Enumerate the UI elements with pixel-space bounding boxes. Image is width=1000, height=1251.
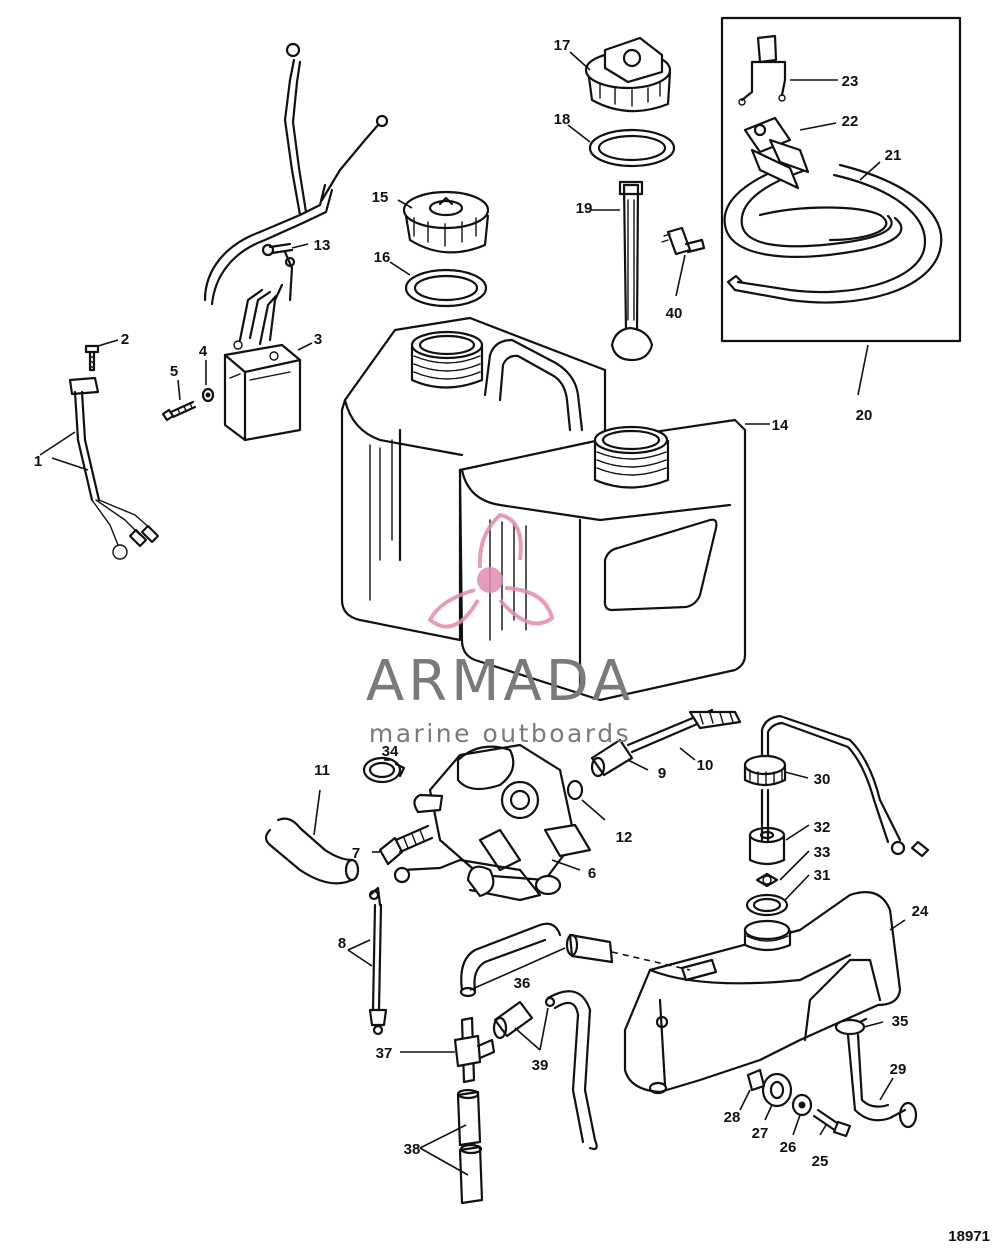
callout-23: 23 — [842, 73, 859, 90]
callout-6: 6 — [588, 865, 596, 882]
hose-route-dashed-line — [611, 951, 691, 971]
callout-36: 36 — [514, 975, 531, 992]
clamp-part-35 — [834, 1017, 868, 1036]
hose-part-38 — [456, 1088, 484, 1205]
brand-tagline: marine outboards — [369, 719, 631, 748]
callout-12: 12 — [616, 829, 633, 846]
callout-1: 1 — [34, 453, 42, 470]
callout-34: 34 — [382, 743, 399, 760]
callout-32: 32 — [814, 819, 831, 836]
screw-part-25 — [812, 1108, 852, 1138]
figure-number: 18971 — [948, 1228, 990, 1245]
callout-2: 2 — [121, 331, 129, 348]
callout-11: 11 — [314, 762, 330, 779]
hose-part-39 — [492, 990, 598, 1151]
pickup-tube-part-19 — [610, 180, 654, 362]
hose-part-21 — [723, 158, 943, 304]
screw-part-13 — [261, 242, 294, 257]
brand-name: ARMADA — [366, 649, 634, 714]
callout-35: 35 — [892, 1013, 909, 1030]
callout-26: 26 — [780, 1139, 797, 1156]
sensor-cap-part-30 — [743, 714, 930, 858]
callout-7: 7 — [352, 845, 360, 862]
callout-21: 21 — [885, 147, 902, 164]
hose-part-11 — [264, 817, 360, 885]
callout-37: 37 — [376, 1045, 393, 1062]
remote-hose-kit-box-part-20 — [720, 16, 962, 343]
callout-19: 19 — [576, 200, 593, 217]
washer-part-4 — [201, 387, 215, 403]
callout-14: 14 — [772, 417, 789, 434]
callout-24: 24 — [912, 903, 929, 920]
armada-logo-icon — [427, 512, 555, 629]
fitting-part-9 — [590, 738, 634, 778]
callout-33: 33 — [814, 844, 831, 861]
callout-18: 18 — [554, 111, 571, 128]
callout-17: 17 — [554, 37, 571, 54]
gasket-part-31 — [745, 893, 789, 917]
callout-10: 10 — [697, 757, 714, 774]
hose-part-29 — [846, 1033, 918, 1129]
callout-29: 29 — [890, 1061, 907, 1078]
connector-part-22 — [743, 116, 810, 190]
callout-5: 5 — [170, 363, 178, 380]
plug-part-28 — [746, 1068, 766, 1092]
drive-shaft-part-10 — [626, 708, 742, 754]
wiring-harness-part-1 — [68, 376, 160, 560]
callout-38: 38 — [404, 1141, 421, 1158]
bracket-part-23 — [738, 34, 787, 106]
oil-tank-part-14 — [340, 316, 747, 702]
hose-part-36 — [459, 922, 614, 998]
callout-31: 31 — [814, 867, 831, 884]
callout-20: 20 — [856, 407, 873, 424]
gasket-part-18 — [588, 128, 676, 168]
callout-22: 22 — [842, 113, 859, 130]
leader-lines — [39, 51, 906, 1176]
switch-box-part-3 — [203, 42, 389, 442]
callout-40: 40 — [666, 305, 683, 322]
fitting-part-40 — [661, 226, 706, 256]
grommet-part-33 — [755, 872, 779, 888]
callout-30: 30 — [814, 771, 831, 788]
callout-28: 28 — [724, 1109, 741, 1126]
washer-part-26 — [791, 1093, 813, 1117]
grommet-part-27 — [761, 1072, 793, 1108]
screw-part-5 — [161, 400, 197, 422]
callout-13: 13 — [314, 237, 331, 254]
gasket-part-16 — [404, 268, 488, 308]
clamp-part-34 — [362, 756, 406, 784]
bolt-part-7 — [378, 824, 434, 866]
callout-15: 15 — [372, 189, 389, 206]
callout-8: 8 — [338, 935, 346, 952]
oil-pump-part-6 — [393, 743, 592, 902]
cable-part-8 — [368, 886, 388, 1036]
o-ring-part-12 — [566, 779, 584, 801]
screw-part-2 — [84, 344, 100, 372]
callout-3: 3 — [314, 331, 322, 348]
spacer-part-32 — [748, 826, 786, 866]
callout-39: 39 — [532, 1057, 549, 1074]
callout-16: 16 — [374, 249, 391, 266]
oil-reservoir-part-24 — [623, 891, 902, 1095]
cap-assembly-part-17 — [584, 36, 672, 113]
tee-fitting-part-37 — [453, 1016, 496, 1084]
callout-labels: 1 2 3 4 5 6 7 8 9 10 11 12 13 14 15 16 1… — [34, 37, 929, 1170]
tank-cap-part-15 — [402, 190, 490, 254]
callout-9: 9 — [658, 765, 666, 782]
callout-27: 27 — [752, 1125, 769, 1142]
callout-4: 4 — [199, 343, 208, 360]
callout-25: 25 — [812, 1153, 829, 1170]
